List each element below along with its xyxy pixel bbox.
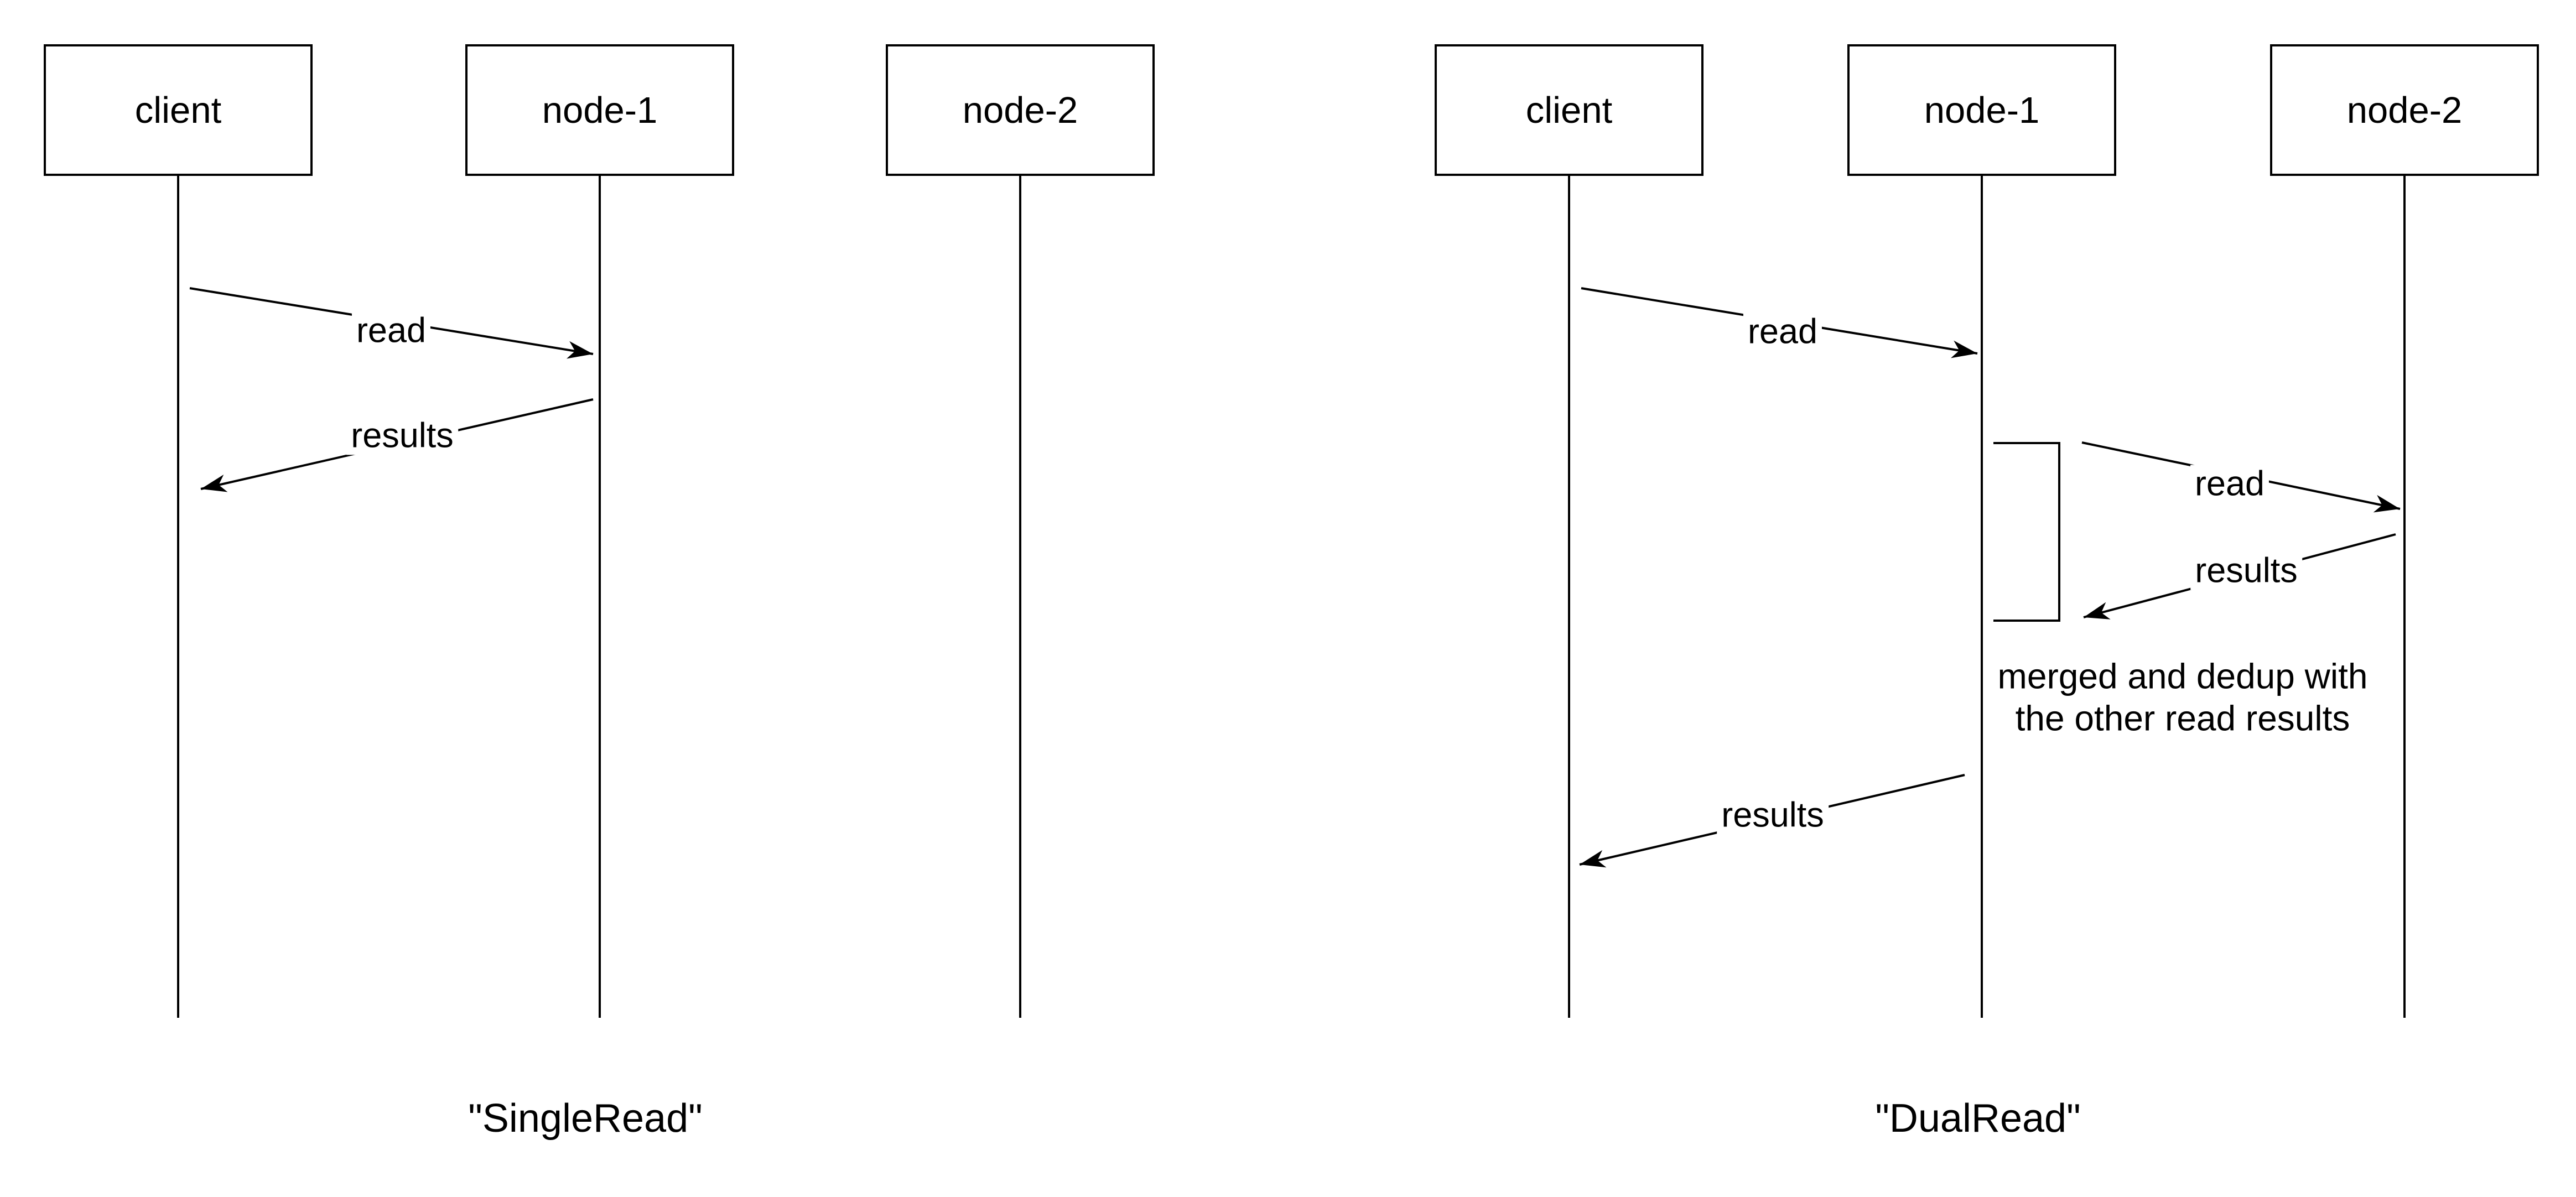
activation-bracket (1993, 442, 2060, 622)
participant-box-right-node-1: node-1 (1847, 44, 2116, 176)
participant-box-left-client: client (44, 44, 313, 176)
message-label-left-read: read (351, 311, 431, 350)
message-label-right-results-1: results (2190, 551, 2302, 590)
participant-box-right-client: client (1435, 44, 1704, 176)
message-label-right-read-2: read (2190, 465, 2269, 503)
participant-box-left-node-1: node-1 (465, 44, 734, 176)
caption-dualread: "DualRead" (1875, 1096, 2081, 1141)
participant-box-right-node-2: node-2 (2270, 44, 2539, 176)
message-label-left-results: results (346, 417, 458, 455)
message-label-right-read-1: read (1743, 313, 1822, 351)
note-merged-dedup: merged and dedup with the other read res… (1997, 656, 2368, 738)
message-label-right-results-2: results (1717, 796, 1829, 835)
caption-singleread: "SingleRead" (468, 1096, 703, 1141)
participant-box-left-node-2: node-2 (886, 44, 1155, 176)
